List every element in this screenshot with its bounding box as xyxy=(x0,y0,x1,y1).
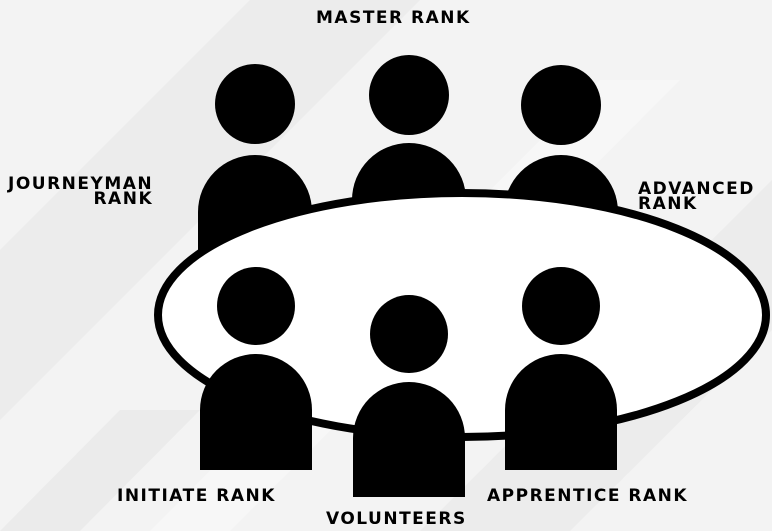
label-master-rank: MASTER RANK xyxy=(316,8,471,28)
label-apprentice-rank: APPRENTICE RANK xyxy=(487,486,689,506)
person-volunteers xyxy=(353,295,465,497)
label-journeyman-line1: JOURNEYMAN xyxy=(8,174,154,194)
label-advanced-line1: ADVANCED xyxy=(638,179,755,199)
label-journeyman-rank: JOURNEYMAN RANK xyxy=(8,174,154,209)
label-master-rank-text: MASTER RANK xyxy=(316,8,471,28)
label-volunteers: VOLUNTEERS xyxy=(326,509,467,529)
label-advanced-line2: RANK xyxy=(638,194,698,214)
label-journeyman-line2: RANK xyxy=(93,189,154,209)
person-initiate xyxy=(200,267,312,470)
label-advanced-rank: ADVANCED RANK xyxy=(638,179,755,214)
label-initiate-text: INITIATE RANK xyxy=(117,486,276,506)
person-apprentice xyxy=(505,267,617,470)
label-volunteers-text: VOLUNTEERS xyxy=(326,509,467,529)
label-initiate-rank: INITIATE RANK xyxy=(117,486,276,506)
label-apprentice-text: APPRENTICE RANK xyxy=(487,486,689,506)
